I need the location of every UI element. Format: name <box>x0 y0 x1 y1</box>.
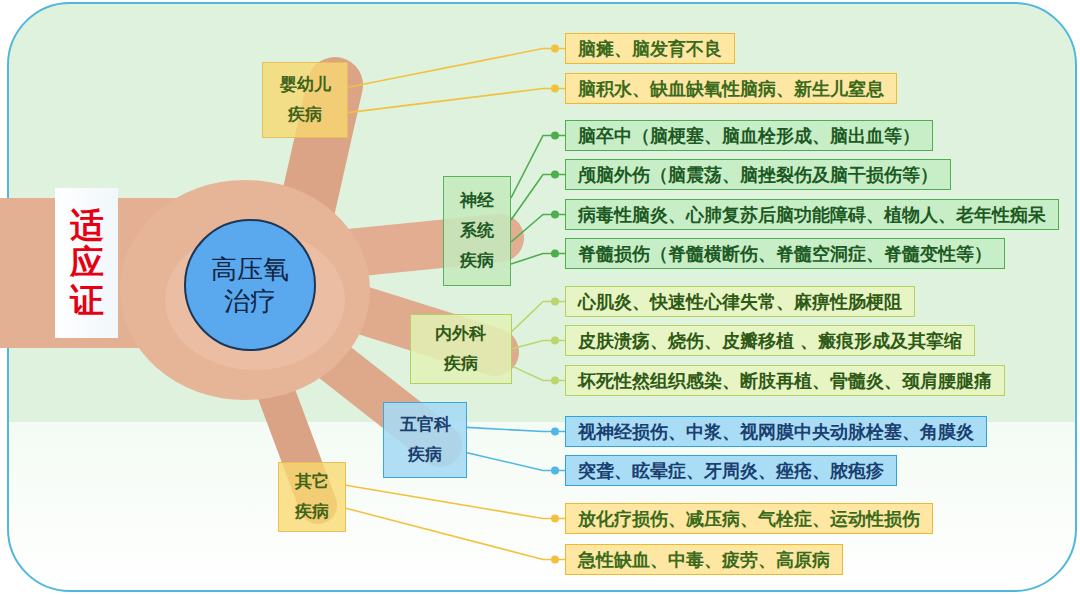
connector-dot <box>551 467 559 475</box>
connector-line <box>511 136 565 199</box>
indication-text: 脑积水、缺血缺氧性脑病、新生儿窒息 <box>578 77 884 101</box>
vertical-title: 适应证 <box>70 207 104 319</box>
connector-line <box>467 453 565 471</box>
connector-dot <box>551 45 559 53</box>
indication-box: 脑积水、缺血缺氧性脑病、新生儿窒息 <box>565 73 897 104</box>
circle-label: 高压氧 治疗 <box>207 253 293 318</box>
connector-dot <box>551 556 559 564</box>
connector-line <box>511 175 565 221</box>
indication-box: 心肌炎、快速性心律失常、麻痹性肠梗阻 <box>565 286 915 317</box>
connector-dot <box>551 171 559 179</box>
indication-text: 心肌炎、快速性心律失常、麻痹性肠梗阻 <box>578 290 902 314</box>
indication-box: 视神经损伤、中浆、视网膜中央动脉栓塞、角膜炎 <box>565 416 987 447</box>
indication-box: 病毒性脑炎、心肺复苏后脑功能障碍、植物人、老年性痴呆 <box>565 199 1059 230</box>
indication-box: 急性缺血、中毒、疲劳、高原病 <box>565 544 843 575</box>
connector-line <box>512 302 565 332</box>
indication-box: 颅脑外伤（脑震荡、脑挫裂伤及脑干损伤等） <box>565 159 951 190</box>
category-label: 内外科 疾病 <box>432 319 490 379</box>
connector-dot <box>551 377 559 385</box>
frame-border <box>8 3 1076 591</box>
connector-dot <box>551 337 559 345</box>
category-label: 婴幼儿 疾病 <box>277 70 333 130</box>
connector-line <box>467 427 565 431</box>
connector-line <box>346 485 565 518</box>
indication-text: 病毒性脑炎、心肺复苏后脑功能障碍、植物人、老年性痴呆 <box>578 203 1046 227</box>
palm <box>120 180 370 400</box>
connector-dot <box>551 428 559 436</box>
connector-dot <box>551 298 559 306</box>
indication-text: 脑卒中（脑梗塞、脑血栓形成、脑出血等） <box>578 124 920 148</box>
category-box: 内外科 疾病 <box>410 314 512 384</box>
category-label: 五官科 疾病 <box>397 410 453 470</box>
connector-dot <box>551 211 559 219</box>
indication-text: 急性缺血、中毒、疲劳、高原病 <box>578 548 830 572</box>
center-circle: 高压氧 治疗 <box>184 219 316 351</box>
connector-dot <box>551 250 559 258</box>
category-label: 其它 疾病 <box>291 467 334 527</box>
connector-line <box>348 49 565 88</box>
green-band <box>8 3 1076 422</box>
title-box: 适应证 <box>55 188 118 338</box>
indication-text: 脑瘫、脑发育不良 <box>578 37 722 61</box>
indication-box: 皮肤溃疡、烧伤、皮瓣移植 、瘢痕形成及其挛缩 <box>565 325 975 356</box>
indication-box: 脑卒中（脑梗塞、脑血栓形成、脑出血等） <box>565 120 933 151</box>
indication-text: 坏死性然组织感染、断肢再植、骨髓炎、颈肩腰腿痛 <box>578 369 992 393</box>
indication-box: 放化疗损伤、减压病、气栓症、运动性损伤 <box>565 503 933 534</box>
connector-line <box>511 215 565 243</box>
white-band <box>8 422 1076 591</box>
indication-box: 坏死性然组织感染、断肢再植、骨髓炎、颈肩腰腿痛 <box>565 365 1005 396</box>
category-box: 五官科 疾病 <box>383 402 467 478</box>
category-box: 神经 系统 疾病 <box>443 176 511 286</box>
category-label: 神经 系统 疾病 <box>456 186 499 275</box>
indication-text: 放化疗损伤、减压病、气栓症、运动性损伤 <box>578 507 920 531</box>
connector-line <box>346 508 565 559</box>
connector-dot <box>551 85 559 93</box>
indication-text: 突聋、眩晕症、牙周炎、痤疮、脓疱疹 <box>578 459 884 483</box>
indication-text: 视神经损伤、中浆、视网膜中央动脉栓塞、角膜炎 <box>578 420 974 444</box>
indication-box: 脑瘫、脑发育不良 <box>565 33 735 64</box>
category-box: 婴幼儿 疾病 <box>262 62 348 138</box>
connector-dot <box>551 132 559 140</box>
indication-text: 皮肤溃疡、烧伤、皮瓣移植 、瘢痕形成及其挛缩 <box>578 329 962 353</box>
category-box: 其它 疾病 <box>278 462 346 532</box>
connector-dot <box>551 515 559 523</box>
indication-box: 突聋、眩晕症、牙周炎、痤疮、脓疱疹 <box>565 455 897 486</box>
indication-text: 脊髓损伤（脊髓横断伤、脊髓空洞症、脊髓变性等） <box>578 242 992 266</box>
indication-text: 颅脑外伤（脑震荡、脑挫裂伤及脑干损伤等） <box>578 163 938 187</box>
indication-box: 脊髓损伤（脊髓横断伤、脊髓空洞症、脊髓变性等） <box>565 238 1005 269</box>
connector-line <box>348 89 565 113</box>
